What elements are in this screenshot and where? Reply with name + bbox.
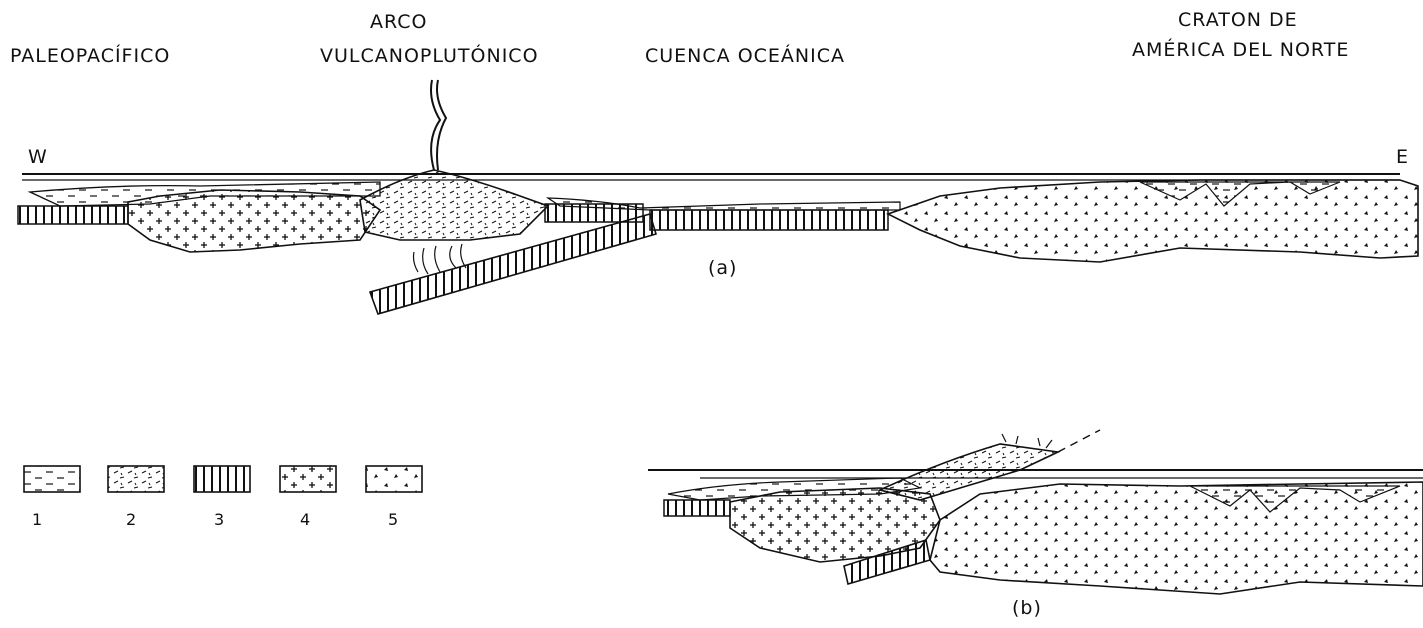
- panel-b: (b): [648, 430, 1423, 619]
- volcano-plume: [431, 80, 446, 170]
- legend-number-1: 1: [32, 510, 42, 529]
- craton-block-b: [930, 482, 1423, 594]
- panel-a-label: (a): [708, 257, 737, 279]
- label-paleopacific: PALEOPACÍFICO: [10, 44, 170, 67]
- legend-number-3: 3: [214, 510, 224, 529]
- oceanic-crust-west: [18, 206, 128, 224]
- label-craton-line2: AMÉRICA DEL NORTE: [1132, 38, 1349, 61]
- oceanic-crust-basin-east: [650, 210, 888, 230]
- oceanic-crust-west-b: [664, 500, 730, 516]
- legend-number-5: 5: [388, 510, 398, 529]
- legend-swatch-1: [24, 466, 80, 492]
- basin-sediments: [548, 198, 900, 210]
- legend-swatch-4: [280, 466, 336, 492]
- legend-swatch-5: [366, 466, 422, 492]
- craton-block-a: [888, 180, 1418, 262]
- legend-number-2: 2: [126, 510, 136, 529]
- label-east: E: [1396, 146, 1409, 168]
- label-oceanic-basin: CUENCA OCEÁNICA: [645, 44, 845, 67]
- label-arc-line2: VULCANOPLUTÓNICO: [320, 43, 539, 67]
- legend-swatch-2: [108, 466, 164, 492]
- thrust-fault-trace: [1058, 430, 1100, 452]
- label-craton-line1: CRATON DE: [1178, 9, 1298, 31]
- plutonic-arc-body: [128, 190, 380, 252]
- panel-b-label: (b): [1012, 597, 1042, 619]
- legend: 1 2 3 4 5: [24, 466, 422, 529]
- legend-swatch-3: [194, 466, 250, 492]
- label-arc-line1: ARCO: [370, 11, 427, 33]
- legend-number-4: 4: [300, 510, 310, 529]
- label-west: W: [28, 146, 48, 168]
- panel-a: (a): [18, 80, 1418, 314]
